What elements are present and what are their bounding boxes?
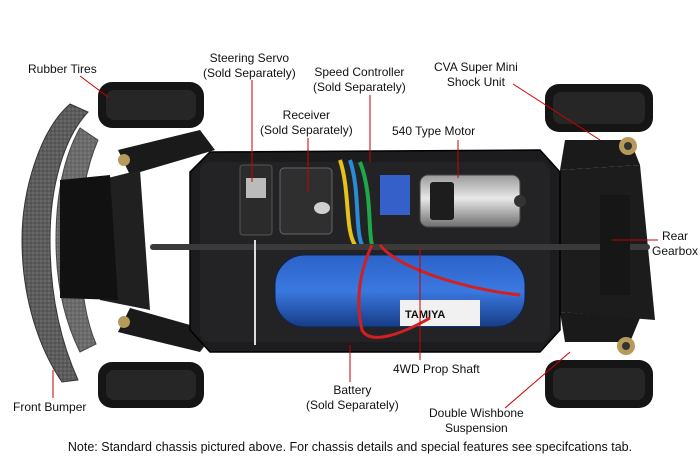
- rear-shock-lower: [617, 337, 635, 355]
- label-double-wishbone: Double Wishbone Suspension: [429, 406, 524, 435]
- label-steering-servo: Steering Servo (Sold Separately): [203, 51, 296, 80]
- leader-cva-shock: [512, 83, 601, 141]
- label-cva-shock: CVA Super Mini Shock Unit: [434, 60, 518, 89]
- leader-rubber-tires: [79, 75, 109, 98]
- label-540-motor: 540 Type Motor: [392, 124, 476, 138]
- label-rubber-tires: Rubber Tires: [28, 62, 97, 76]
- front-bumper-foam: [21, 103, 89, 383]
- svg-text:TAMIYA: TAMIYA: [405, 309, 445, 321]
- label-rear-gearbox: Rear Gearbox: [652, 229, 699, 258]
- label-prop-shaft: 4WD Prop Shaft: [393, 362, 480, 376]
- chassis-illustration: TAMIYA: [21, 75, 658, 409]
- footer-note: Note: Standard chassis pictured above. F…: [67, 440, 633, 454]
- leader-double-wishbone: [504, 351, 571, 409]
- steering-servo: [239, 164, 273, 236]
- prop-shaft: [150, 244, 650, 250]
- rear-gearbox-block: [600, 195, 630, 295]
- battery-pack: TAMIYA: [274, 254, 526, 328]
- label-battery: Battery (Sold Separately): [306, 383, 399, 412]
- leader-lines: [52, 75, 658, 409]
- label-speed-controller: Speed Controller (Sold Separately): [313, 65, 406, 94]
- rear-shock-upper: [619, 137, 637, 155]
- receiver-unit: [279, 167, 333, 235]
- label-front-bumper: Front Bumper: [13, 400, 87, 414]
- motor-540: [419, 174, 526, 228]
- label-receiver: Receiver (Sold Separately): [260, 108, 353, 137]
